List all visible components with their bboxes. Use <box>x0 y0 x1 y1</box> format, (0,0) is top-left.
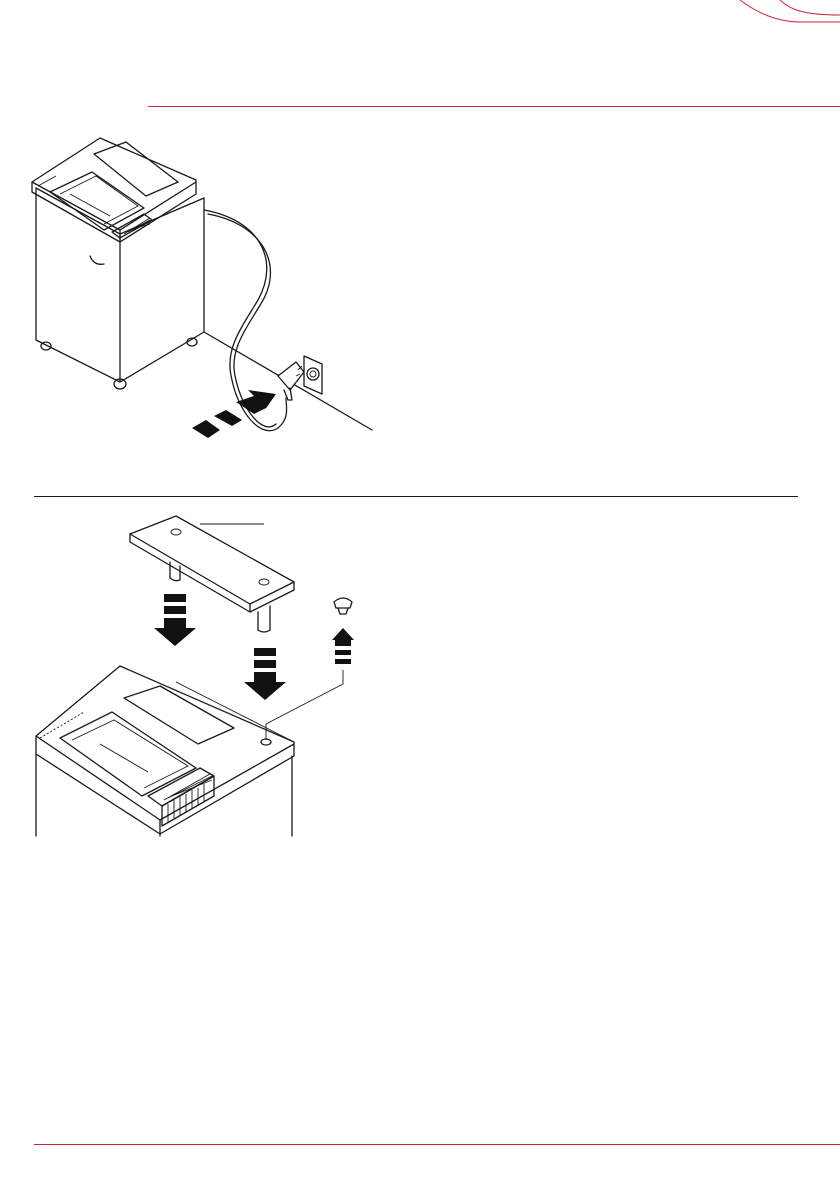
middle-rule <box>34 496 798 497</box>
cap-plug-icon <box>334 598 352 614</box>
top-red-rule <box>148 106 840 107</box>
down-arrow-icon <box>154 594 196 646</box>
bottom-red-rule <box>34 1144 840 1145</box>
leader-line <box>266 670 343 740</box>
wall-socket-icon <box>304 356 322 394</box>
up-arrow-icon <box>332 628 354 664</box>
down-arrow-icon <box>244 648 286 700</box>
figure-plug-in-illustration <box>0 110 400 450</box>
figure-mounting-illustration <box>0 500 400 840</box>
plug-in-arrow-icon <box>192 390 276 438</box>
plug-icon <box>278 362 304 400</box>
mounting-plate-icon <box>130 516 294 632</box>
page-corner-curve <box>720 0 840 60</box>
power-cord-icon <box>204 210 287 431</box>
shredder-icon <box>32 138 204 389</box>
